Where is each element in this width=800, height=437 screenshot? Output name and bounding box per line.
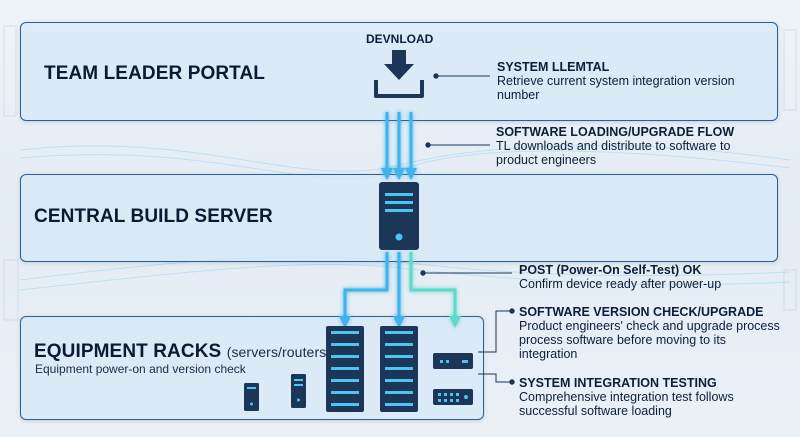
pc-tower-icon	[244, 383, 259, 411]
connector-line	[478, 310, 512, 353]
flow-arrow	[339, 252, 389, 328]
server-to-switch-arrow	[409, 252, 461, 328]
equipment-racks-title-suffix: (servers/routers)	[226, 344, 332, 360]
connector-dot	[509, 308, 515, 314]
note-text: Product engineers' check and upgrade pro…	[519, 319, 780, 361]
router-icon	[433, 389, 473, 405]
connector-dot	[509, 379, 515, 385]
note-heading: SOFTWARE VERSION CHECK/UPGRADE	[519, 305, 764, 319]
flow-arrow	[409, 252, 461, 328]
note-text: Confirm device ready after power-up	[519, 277, 722, 291]
pc-tower-icon	[291, 374, 306, 408]
note-integration-testing: SYSTEM INTEGRATION TESTING Comprehensive…	[519, 376, 781, 418]
equipment-racks-title: EQUIPMENT RACKS (servers/routers)	[34, 341, 331, 363]
note-version-check: SOFTWARE VERSION CHECK/UPGRADE Product e…	[519, 305, 781, 361]
server-rack-icon	[326, 326, 364, 412]
note-text: TL downloads and distribute to software …	[496, 139, 731, 167]
portal-to-server-arrows	[381, 112, 417, 180]
network-switch-icon	[433, 353, 473, 369]
team-leader-portal-title: TEAM LEADER PORTAL	[44, 63, 265, 84]
equipment-racks-subtitle: Equipment power-on and version check	[35, 362, 246, 376]
note-heading: POST (Power-On Self-Test) OK	[519, 263, 702, 277]
connector-line	[478, 373, 512, 383]
note-system-version: SYSTEM LLEMTAL Retrieve current system i…	[497, 60, 737, 102]
note-text: Comprehensive integration test follows s…	[519, 390, 734, 418]
callout-connectors	[420, 73, 515, 385]
equipment-racks-title-main: EQUIPMENT RACKS	[34, 341, 222, 362]
central-build-server-title: CENTRAL BUILD SERVER	[34, 206, 273, 227]
note-post-ok: POST (Power-On Self-Test) OK Confirm dev…	[519, 263, 769, 291]
server-rack-icon	[380, 326, 418, 412]
connector-dot	[425, 142, 431, 148]
server-tower-icon	[379, 182, 419, 250]
note-heading: SYSTEM INTEGRATION TESTING	[519, 376, 717, 390]
connector-dot	[420, 270, 426, 276]
connector-dot	[433, 73, 439, 79]
download-label: DEVNLOAD	[366, 32, 434, 46]
note-software-loading-flow: SOFTWARE LOADING/UPGRADE FLOW TL downloa…	[496, 125, 766, 167]
note-text: Retrieve current system integration vers…	[497, 74, 735, 102]
server-to-racks-arrows	[339, 252, 405, 328]
note-heading: SYSTEM LLEMTAL	[497, 60, 610, 74]
download-icon	[374, 50, 424, 98]
note-heading: SOFTWARE LOADING/UPGRADE FLOW	[496, 125, 735, 139]
